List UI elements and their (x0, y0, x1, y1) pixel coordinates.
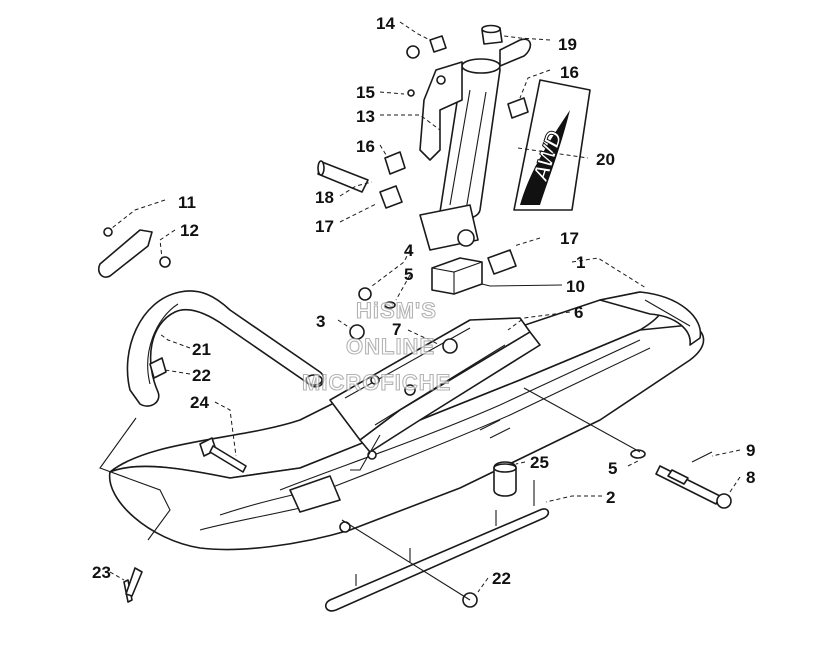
callout-5-upper: 5 (404, 265, 413, 284)
callout-13: 13 (356, 107, 375, 126)
spindle-part (419, 38, 532, 251)
callout-22-lower: 22 (492, 569, 511, 588)
ski-saddle-part (329, 317, 541, 460)
callout-17-right: 17 (560, 229, 579, 248)
callout-12: 12 (180, 221, 199, 240)
leader-lines (99, 21, 741, 601)
callout-16-upper: 16 (560, 63, 579, 82)
watermark-line-1: HiSM'S (356, 298, 437, 323)
watermark-line-3: MICROFICHE (302, 370, 451, 395)
callout-10: 10 (566, 277, 585, 296)
callout-labels: 14 19 16 15 13 16 20 18 17 17 11 12 4 5 … (92, 14, 755, 588)
callout-2: 2 (606, 488, 615, 507)
watermark: HiSM'S ONLINE MICROFICHE (301, 297, 451, 395)
wear-bar-part (324, 480, 550, 612)
callout-25: 25 (530, 453, 549, 472)
callout-20: 20 (596, 150, 615, 169)
callout-11: 11 (178, 193, 196, 212)
callout-7: 7 (392, 320, 401, 339)
callout-5-lower: 5 (608, 459, 617, 478)
callout-18: 18 (315, 188, 334, 207)
callout-4: 4 (404, 241, 414, 260)
hardware-parts (97, 24, 732, 608)
callout-22-upper: 22 (192, 366, 211, 385)
ski-handle-part (126, 290, 325, 407)
callout-24: 24 (190, 393, 209, 412)
callout-1: 1 (576, 253, 585, 272)
callout-9: 9 (746, 441, 755, 460)
callout-19: 19 (558, 35, 577, 54)
callout-14: 14 (376, 14, 395, 33)
callout-21: 21 (192, 340, 211, 359)
callout-17-left: 17 (315, 217, 334, 236)
callout-23: 23 (92, 563, 111, 582)
callout-16-lower: 16 (356, 137, 375, 156)
callout-15: 15 (356, 83, 375, 102)
decal-part: AWD (513, 79, 591, 211)
watermark-line-2: ONLINE (346, 334, 435, 359)
callout-3: 3 (316, 312, 325, 331)
callout-8: 8 (746, 468, 755, 487)
callout-6: 6 (574, 303, 583, 322)
